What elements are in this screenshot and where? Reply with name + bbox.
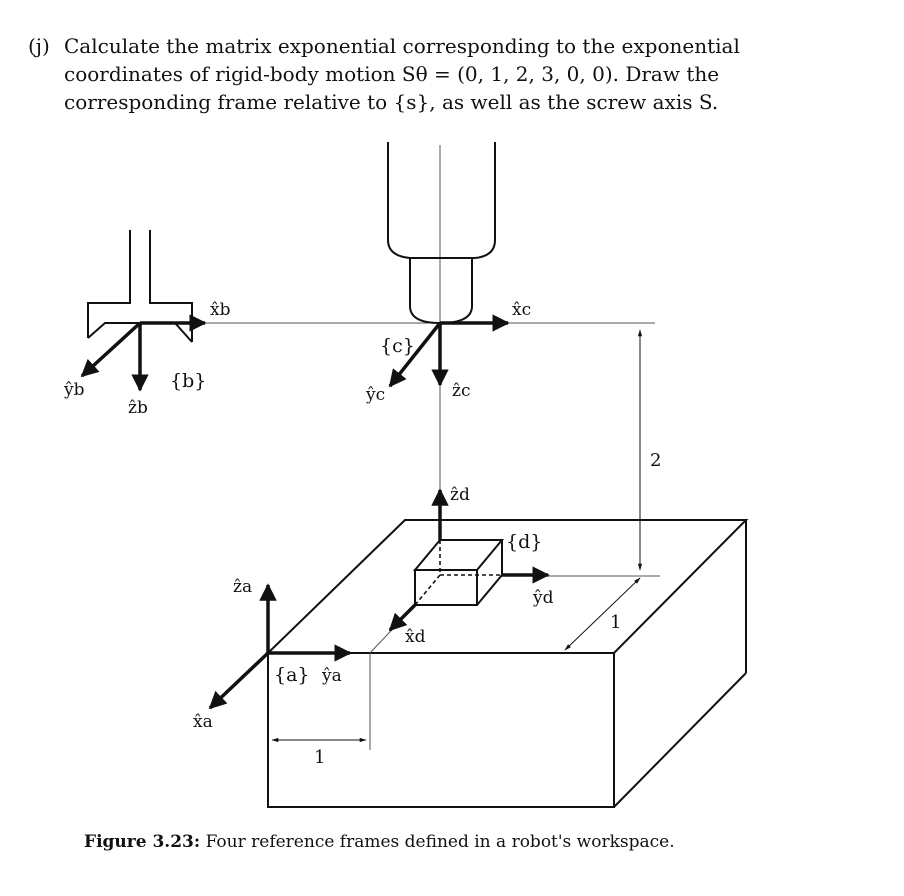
frame-d-axes [388,488,550,632]
label-za: ẑa [233,577,252,597]
dimension-arrows [271,329,643,743]
label-xc: x̂c [512,300,531,320]
figure-caption: Figure 3.23: Four reference frames defin… [84,832,675,852]
caption-text: Four reference frames defined in a robot… [205,832,675,852]
axis-arrow-yb [80,321,142,378]
label-yc: ŷc [365,385,385,405]
dimension-horizontal: 1 [314,747,325,768]
label-zd: ẑd [450,485,470,505]
label-yd: ŷd [532,588,554,608]
tool-c [387,142,496,325]
label-xd: x̂d [405,627,426,647]
label-xb: x̂b [210,300,231,320]
dimension-depth: 1 [610,612,621,633]
label-zb: ẑb [128,398,148,418]
axis-arrow-yc [388,321,442,388]
label-yb: ŷb [63,380,85,400]
question-label: (j) [28,34,50,58]
dimension-vertical: 2 [650,450,661,471]
label-ya: ŷa [321,666,342,686]
caption-label: Figure 3.23: [84,832,201,852]
question-text: Calculate the matrix exponential corresp… [64,34,740,114]
axis-arrow-xa [208,651,270,710]
label-frame-c: {c} [380,335,415,357]
box-d [412,539,505,606]
frame-b-axes [80,314,207,392]
exercise-question: (j) Calculate the matrix exponential cor… [28,32,828,116]
frame-c-axes [388,314,510,388]
label-frame-b: {b} [170,370,206,392]
label-frame-d: {d} [506,531,542,553]
label-xa: x̂a [193,712,213,732]
label-frame-a: {a} [274,664,310,686]
table-block [267,519,749,808]
frame-a-axes [208,583,352,710]
label-zc: ẑc [452,381,470,401]
axis-arrow-xd [388,603,417,632]
